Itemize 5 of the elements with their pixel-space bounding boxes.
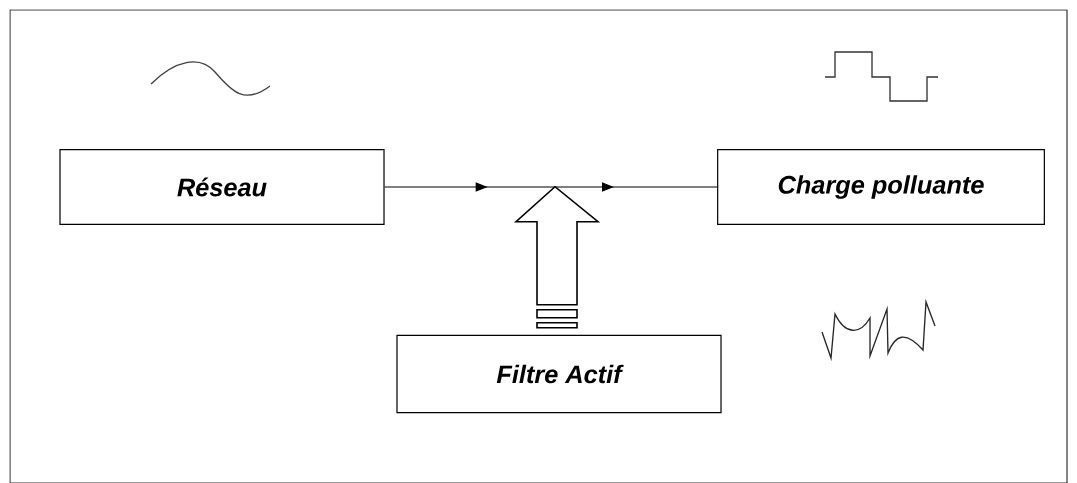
block-arrow (513, 185, 601, 329)
process-box: Réseau (59, 149, 385, 225)
process-box: Filtre Actif (396, 334, 722, 414)
process-box: Charge polluante (717, 149, 1045, 225)
arrow (384, 182, 718, 192)
